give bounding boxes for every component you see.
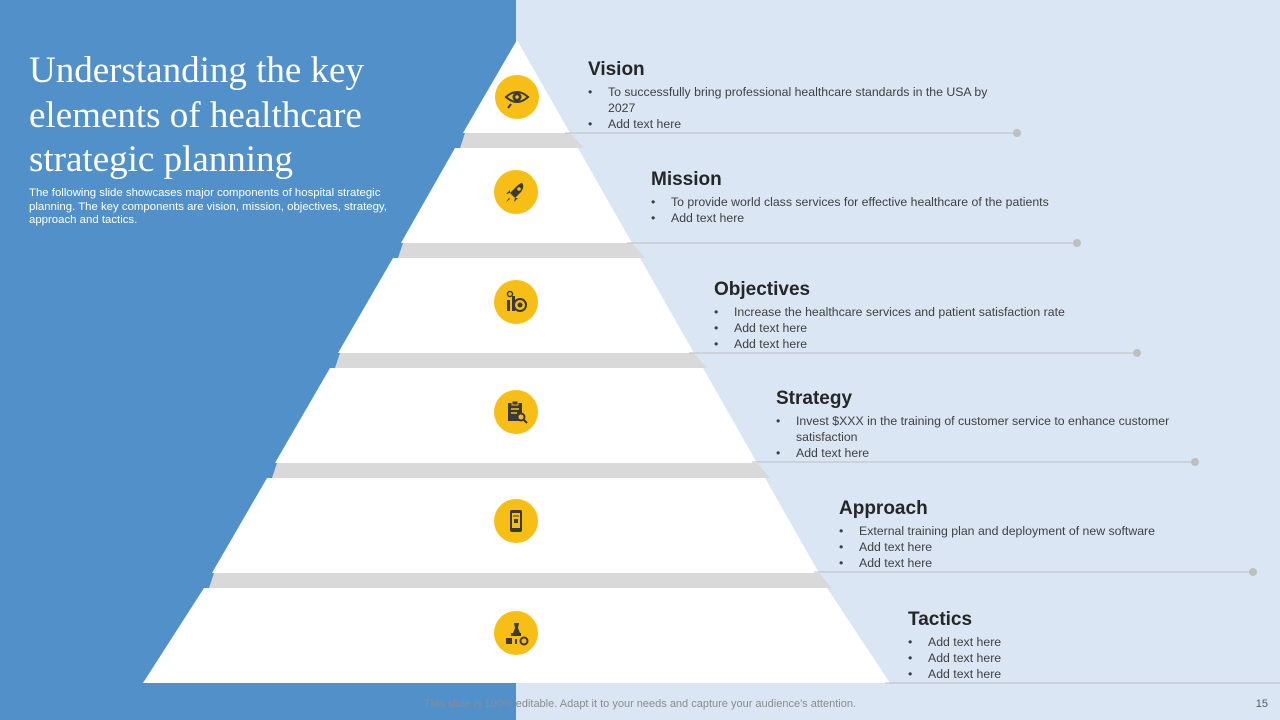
bullet-item: To successfully bring professional healt… — [588, 84, 988, 116]
target-chart-icon — [494, 280, 538, 324]
level-title: Approach — [839, 498, 928, 519]
bullet-item: Invest $XXX in the training of customer … — [776, 413, 1196, 445]
level-vision: Vision To successfully bring professiona… — [588, 59, 988, 132]
bullet-item: Add text here — [908, 666, 1248, 682]
bullet-item: Add text here — [651, 210, 1051, 226]
level-bullets: Invest $XXX in the training of customer … — [776, 413, 1196, 461]
bullet-item: Add text here — [839, 539, 1259, 555]
bullet-item: Add text here — [776, 445, 1196, 461]
eye-icon — [495, 75, 539, 119]
chess-puzzle-icon — [494, 611, 538, 655]
slide-title: Understanding the key elements of health… — [29, 50, 364, 180]
tier-shadow — [460, 133, 584, 148]
connector-dot — [1073, 239, 1081, 247]
level-approach: Approach External training plan and depl… — [839, 498, 1259, 571]
level-bullets: To successfully bring professional healt… — [588, 84, 988, 132]
bullet-item: Add text here — [588, 116, 988, 132]
level-title: Objectives — [714, 279, 811, 300]
bullet-item: To provide world class services for effe… — [651, 194, 1051, 210]
bullet-item: Increase the healthcare services and pat… — [714, 304, 1134, 320]
tier-shadow — [398, 243, 645, 258]
bullet-item: Add text here — [714, 336, 1134, 352]
clipboard-search-icon — [494, 390, 538, 434]
level-title: Tactics — [908, 609, 973, 630]
level-strategy: Strategy Invest $XXX in the training of … — [776, 388, 1196, 461]
slide-subtitle: The following slide showcases major comp… — [29, 187, 387, 227]
tier-shadow — [272, 463, 770, 478]
bullet-item: Add text here — [908, 634, 1248, 650]
connector-dot — [1133, 349, 1141, 357]
bullet-item: Add text here — [908, 650, 1248, 666]
level-title: Mission — [651, 169, 722, 190]
connector-dot — [1013, 129, 1021, 137]
tier-shadow — [335, 353, 707, 368]
level-tactics: Tactics Add text here Add text here Add … — [908, 609, 1248, 682]
level-bullets: Add text here Add text here Add text her… — [908, 634, 1248, 682]
rocket-icon — [494, 170, 538, 214]
level-objectives: Objectives Increase the healthcare servi… — [714, 279, 1134, 352]
level-title: Strategy — [776, 388, 853, 409]
level-bullets: External training plan and deployment of… — [839, 523, 1259, 571]
mobile-software-icon — [494, 499, 538, 543]
footer-note: This slide is 100% editable. Adapt it to… — [424, 698, 856, 710]
level-bullets: Increase the healthcare services and pat… — [714, 304, 1134, 352]
bullet-item: Add text here — [714, 320, 1134, 336]
tier-shadow — [209, 573, 832, 588]
level-title: Vision — [588, 59, 645, 80]
bullet-item: External training plan and deployment of… — [839, 523, 1259, 539]
page-number: 15 — [1255, 698, 1268, 710]
level-bullets: To provide world class services for effe… — [651, 194, 1051, 226]
bullet-item: Add text here — [839, 555, 1259, 571]
level-mission: Mission To provide world class services … — [651, 169, 1051, 226]
